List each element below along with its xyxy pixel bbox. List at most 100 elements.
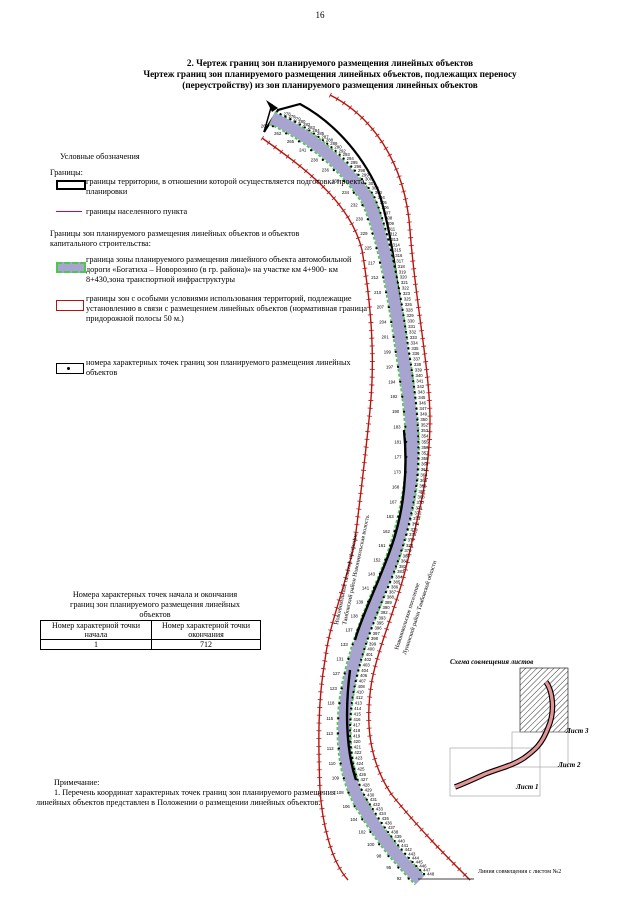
point-label: 335	[411, 346, 419, 351]
point-marker	[337, 747, 340, 750]
point-marker	[417, 446, 420, 449]
point-marker	[415, 479, 419, 482]
point-label: 424	[356, 761, 364, 766]
point-label: 229	[360, 231, 368, 236]
point-label: 288	[326, 138, 334, 143]
point-label: 426	[359, 772, 367, 777]
point-label: 183	[393, 424, 401, 429]
point-marker	[384, 227, 387, 230]
settlement-swatch	[56, 211, 82, 212]
point-marker	[393, 570, 396, 573]
point-label: 349	[420, 412, 428, 417]
point-label: 434	[379, 811, 387, 816]
point-marker	[366, 637, 369, 640]
point-label: 308	[385, 216, 393, 221]
point-marker	[367, 186, 370, 190]
point-marker	[401, 308, 404, 312]
point-marker	[349, 746, 352, 749]
point-marker	[390, 835, 393, 838]
point-marker	[349, 734, 352, 738]
title-line-2: Чертеж границ зон планируемого размещени…	[143, 69, 517, 79]
point-marker	[411, 860, 414, 864]
point-label: 437	[388, 825, 396, 830]
point-marker	[412, 380, 415, 383]
point-label: 298	[358, 168, 366, 173]
point-marker	[405, 440, 408, 443]
point-label: 364	[420, 472, 428, 477]
point-marker	[417, 457, 420, 460]
point-label: 306	[382, 205, 390, 210]
point-label: 276	[289, 114, 297, 119]
point-marker	[388, 243, 391, 246]
point-marker	[337, 717, 340, 720]
point-marker	[356, 628, 359, 632]
point-label: 439	[394, 834, 402, 839]
point-marker	[386, 585, 390, 589]
point-label: 212	[371, 275, 379, 280]
point-label: 197	[386, 364, 394, 369]
point-label: 325	[404, 297, 412, 302]
point-label: 406	[360, 673, 368, 678]
point-marker	[415, 413, 419, 416]
point-marker	[354, 680, 357, 683]
points-table-start: 1	[40, 639, 152, 650]
road-zone-swatch	[56, 262, 86, 273]
point-marker	[417, 451, 420, 454]
point-label: 347	[419, 406, 427, 411]
point-label: 368	[417, 494, 425, 499]
point-marker	[382, 276, 385, 279]
point-label: 418	[353, 728, 361, 733]
point-label: 318	[398, 264, 406, 269]
point-label: 204	[379, 320, 387, 325]
point-marker	[410, 512, 413, 515]
point-marker	[396, 281, 399, 284]
point-label: 337	[413, 357, 421, 362]
point-marker	[416, 429, 420, 432]
point-marker	[350, 707, 353, 710]
special-zone-swatch	[56, 300, 84, 311]
point-label: 110	[329, 761, 336, 766]
point-label: 415	[354, 711, 362, 716]
point-label: 340	[415, 373, 423, 378]
legend-points: номера характерных точек границ зон план…	[86, 358, 351, 377]
point-label: 373	[413, 516, 421, 521]
point-label: 350	[420, 417, 428, 422]
point-label: 260	[261, 124, 269, 129]
point-label: 425	[357, 766, 365, 771]
point-marker	[374, 812, 377, 815]
point-label: 280	[298, 119, 306, 124]
point-marker	[399, 297, 402, 301]
point-marker	[361, 653, 364, 656]
note-heading: Примечание:	[54, 778, 100, 787]
point-label: 448	[427, 872, 435, 877]
point-marker	[391, 575, 394, 578]
point-label: 232	[350, 203, 358, 208]
point-marker	[370, 191, 373, 194]
special-zone-left-boundary	[261, 137, 374, 881]
point-marker	[408, 352, 411, 355]
point-label: 118	[328, 701, 335, 706]
point-label: 356	[421, 445, 429, 450]
point-label: 278	[284, 112, 292, 117]
point-marker	[371, 807, 374, 811]
point-label: 305	[380, 200, 388, 205]
point-label: 320	[400, 275, 408, 280]
point-label: 419	[353, 734, 361, 739]
point-marker	[397, 866, 400, 869]
point-label: 375	[411, 527, 419, 532]
point-label: 139	[356, 599, 364, 604]
existing-road-line	[345, 429, 407, 781]
point-marker	[279, 113, 282, 116]
point-marker	[284, 115, 287, 118]
point-label: 289	[330, 141, 338, 146]
point-marker	[338, 153, 341, 156]
point-label: 282	[303, 122, 311, 127]
point-label: 241	[299, 148, 307, 153]
point-label: 423	[355, 756, 363, 761]
point-label: 417	[353, 723, 361, 728]
point-label: 194	[388, 379, 396, 384]
point-marker	[377, 206, 380, 209]
point-marker	[342, 157, 345, 160]
point-marker	[380, 601, 383, 604]
